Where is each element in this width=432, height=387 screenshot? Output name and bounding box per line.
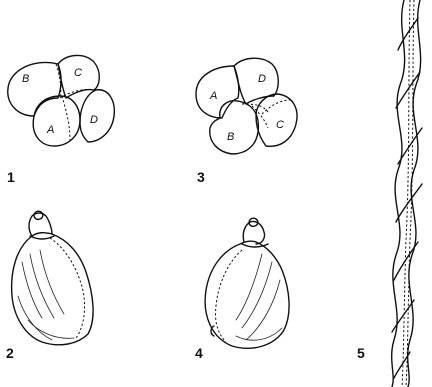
panel-number-2: 2 bbox=[6, 345, 14, 361]
cell-d-outline bbox=[234, 58, 278, 104]
panel-2-shell bbox=[12, 211, 93, 345]
cell-label-a-3: A bbox=[209, 90, 217, 102]
growth-line bbox=[28, 320, 74, 338]
cell-b-outline bbox=[8, 62, 61, 116]
strand-outline-right bbox=[408, 0, 421, 387]
cleavage-line-2 bbox=[252, 106, 268, 128]
panel-number-4: 4 bbox=[195, 345, 203, 361]
cell-label-d-3: D bbox=[258, 73, 266, 85]
panel-number-5: 5 bbox=[357, 345, 365, 361]
shell-body-outline bbox=[12, 233, 93, 345]
cleavage-line-3 bbox=[262, 100, 290, 114]
cell-label-a-1: A bbox=[46, 124, 54, 136]
cell-a-outline bbox=[33, 96, 80, 146]
shell-spire-outline bbox=[243, 221, 264, 244]
growth-line bbox=[236, 328, 282, 340]
panel-4-shell bbox=[205, 218, 289, 348]
growth-line bbox=[40, 250, 64, 314]
growth-line bbox=[236, 254, 262, 320]
cell-a-outline bbox=[196, 66, 239, 118]
cell-label-b-3: B bbox=[227, 131, 234, 143]
cell-b-outline bbox=[210, 101, 259, 154]
cleavage-line-3 bbox=[62, 96, 70, 140]
panel-number-3: 3 bbox=[197, 169, 205, 185]
panel-1-embryo: B C A D bbox=[8, 55, 115, 146]
shell-aperture-lip bbox=[50, 238, 85, 338]
panel-3-embryo: A D B C bbox=[196, 58, 297, 154]
strand-twist bbox=[396, 184, 422, 222]
strand-core-dashed bbox=[402, 0, 410, 387]
cell-label-b-1: B bbox=[22, 73, 29, 85]
strand-twist bbox=[398, 18, 418, 50]
shell-aperture-lip bbox=[215, 250, 242, 342]
cell-label-c-3: C bbox=[276, 119, 284, 131]
cell-label-d-1: D bbox=[90, 114, 98, 126]
cell-label-c-1: C bbox=[74, 67, 82, 79]
growth-line bbox=[22, 262, 42, 318]
strand-twist bbox=[396, 72, 420, 108]
panel-number-1: 1 bbox=[7, 169, 15, 185]
panel-5-twisted-strands bbox=[392, 0, 422, 387]
